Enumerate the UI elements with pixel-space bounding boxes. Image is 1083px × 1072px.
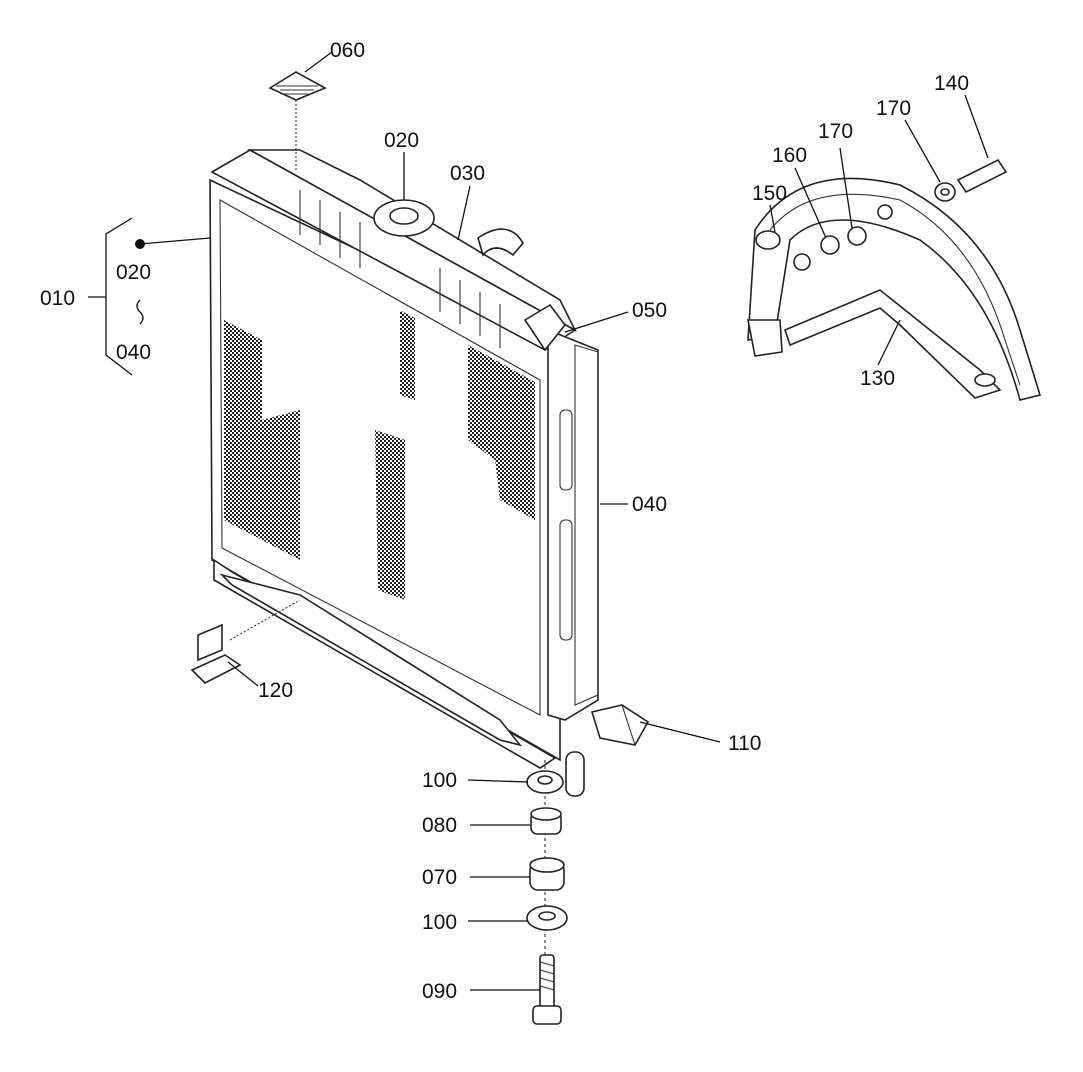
callout-070: 070 bbox=[422, 866, 458, 889]
shroud-hardware bbox=[793, 158, 1008, 271]
callout-130: 130 bbox=[860, 367, 896, 390]
callout-040-range-end: 040 bbox=[116, 341, 152, 364]
callout-120: 120 bbox=[258, 679, 294, 702]
callout-170-inner: 170 bbox=[818, 120, 854, 143]
callout-050: 050 bbox=[632, 299, 668, 322]
fan-shroud bbox=[747, 177, 1042, 401]
callout-090: 090 bbox=[422, 980, 458, 1003]
guide-bracket bbox=[590, 704, 650, 746]
mount-stack bbox=[526, 751, 585, 1025]
callout-040: 040 bbox=[632, 493, 668, 516]
callout-060: 060 bbox=[330, 39, 366, 62]
callout-160: 160 bbox=[772, 144, 808, 167]
callout-020: 020 bbox=[384, 129, 420, 152]
callout-170-outer: 170 bbox=[876, 97, 912, 120]
callout-020-range-start: 020 bbox=[116, 261, 152, 284]
callout-100-bottom: 100 bbox=[422, 911, 458, 934]
radiator-cap bbox=[268, 71, 327, 170]
leader-lines bbox=[88, 51, 989, 991]
callout-110: 110 bbox=[728, 732, 762, 755]
callout-150: 150 bbox=[752, 182, 788, 205]
callout-140: 140 bbox=[934, 72, 970, 95]
callout-030: 030 bbox=[450, 162, 486, 185]
callout-080: 080 bbox=[422, 814, 458, 837]
callout-010: 010 bbox=[40, 287, 76, 310]
callout-100-top: 100 bbox=[422, 769, 458, 792]
radiator-body bbox=[209, 149, 599, 769]
